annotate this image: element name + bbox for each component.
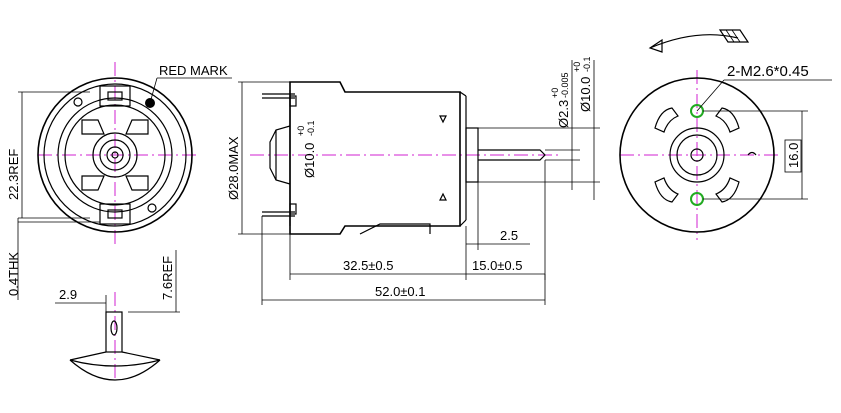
front-slot-bl [654,177,679,203]
front-slot-tl [654,107,679,133]
dim-23-tol-bot: -0.005 [560,72,570,98]
dim-23-label: Ø2.3 [556,100,571,128]
front-boss [465,127,479,183]
left-bump-br [147,203,157,213]
screw-leader [696,79,725,112]
detail-base-left [69,351,107,361]
detail-tab [105,311,123,353]
left-end-view: RED MARK 22.3REF 0.4THK [6,62,232,300]
left-segment-br [125,175,149,191]
left-hub-inner [106,146,124,164]
left-bump-tl [73,97,83,107]
terminal-detail: 2.9 7.6REF [55,250,180,381]
left-inner-circle [43,83,187,227]
dim-10-left-label: Ø10.0 [302,143,317,178]
detail-tab-hole [110,320,118,336]
left-hub-center [111,151,119,159]
vent-bottom [439,192,447,201]
dim-16-box [784,139,802,173]
dim-10-left-tol-top: +0 [296,126,306,136]
front-notch-right [747,151,757,156]
terminal-bot-block [289,203,297,215]
front-slot-br [715,177,740,203]
red-mark-leader [149,77,158,104]
left-endcap-inner-circle [64,104,166,206]
dim-29-label: 2.9 [59,287,77,302]
red-mark-label: RED MARK [159,63,228,78]
left-terminal-bottom [99,203,131,225]
dim-23-tol-top: +0 [550,88,560,98]
left-hub-outer [92,132,138,178]
dim-10r-tol-top: +0 [572,62,582,72]
left-hub-mid [99,139,131,171]
rear-boss [269,125,291,185]
front-boss-circle [669,127,725,183]
dim-28-label: Ø28.0MAX [226,136,241,200]
left-terminal-top [99,85,131,107]
left-segment-bl [81,175,105,191]
screw-label: 2-M2.6*0.45 [727,63,809,80]
body-chamfer-bot [459,219,467,227]
rotation-hatch-2 [731,29,741,43]
detail-arc-top [69,359,161,367]
body-rib [359,223,431,235]
dim-22-label: 22.3REF [6,149,21,200]
side-view: Ø28.0MAX Ø10.0 +0 -0.1 32.5±0.5 15.0±0.5… [226,56,600,305]
front-outer-circle [619,77,775,233]
rotation-arrowhead [648,38,663,53]
front-view: 2-M2.6*0.45 16.0 [619,29,832,240]
dim-10r-tol-bot: -0.1 [582,56,592,72]
dim-10-left-tol-bot: -0.1 [306,120,316,136]
dim-16-label: 16.0 [786,143,801,168]
dim-thk-label: 0.4THK [6,252,21,296]
front-slot-tr [715,107,740,133]
front-shaft [690,148,704,162]
left-outer-circle [37,77,193,233]
dim-52-label: 52.0±0.1 [375,284,426,299]
left-terminal-top-slot [107,91,123,101]
rotation-hatch [718,29,750,43]
dim-25-label: 2.5 [500,228,518,243]
left-terminal-bottom-slot [107,209,123,219]
detail-arc-bottom [69,359,161,381]
left-endcap-circle [57,97,173,213]
dim-10r-label: Ø10.0 [578,77,593,112]
left-segment-tr [125,119,149,135]
shaft [478,149,546,161]
front-boss-inner [676,134,718,176]
dim-76-label: 7.6REF [160,256,175,300]
detail-base-right [121,351,161,361]
vent-top [439,115,447,124]
terminal-top-block [289,95,297,107]
body-chamfer-top [459,91,467,97]
left-segment-tl [81,119,105,135]
dim-15-label: 15.0±0.5 [472,258,523,273]
rotation-hatch-1 [725,29,735,43]
dim-325-label: 32.5±0.5 [343,258,394,273]
